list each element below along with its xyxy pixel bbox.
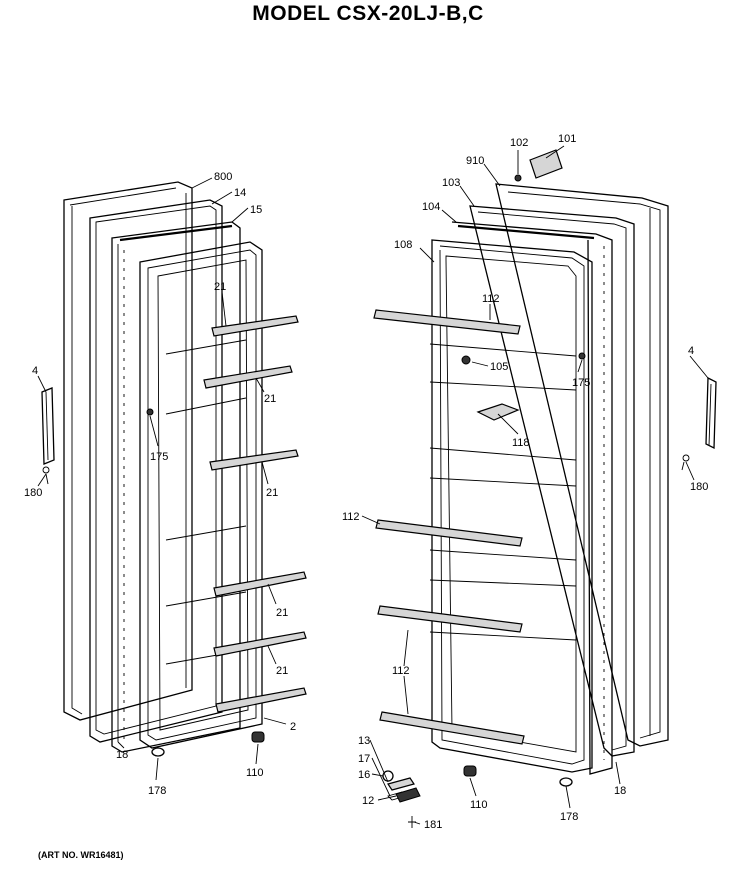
diagram-title: MODEL CSX-20LJ-B,C	[252, 2, 484, 25]
hinge-12	[395, 787, 421, 803]
right-clip-105	[461, 355, 471, 365]
callout-17: 17	[358, 753, 370, 765]
callout-2: 2	[290, 721, 296, 733]
right-hinge-screw	[681, 454, 690, 471]
right-door-breaker-strip	[451, 221, 613, 775]
left-bushing-178	[151, 747, 165, 757]
left-door-outer-panel	[63, 181, 193, 721]
callout-181: 181	[424, 819, 442, 831]
callout-21c: 21	[266, 487, 278, 499]
callout-12: 12	[362, 795, 374, 807]
right-shelf-rails	[373, 309, 525, 745]
callout-112b: 112	[342, 511, 360, 523]
shelf-rail-bottom-right	[379, 711, 525, 745]
shelf-rail-21c	[209, 449, 299, 471]
shelf-rail-21a	[211, 315, 299, 337]
callout-21e: 21	[276, 665, 288, 677]
callout-15: 15	[250, 204, 262, 216]
hinge-plate-13	[387, 777, 415, 791]
shelf-rail-21e	[213, 631, 307, 657]
callout-180-left: 180	[24, 487, 42, 499]
callout-175-left: 175	[150, 451, 168, 463]
callout-104: 104	[422, 201, 440, 213]
callout-178-left: 178	[148, 785, 166, 797]
callout-18-right: 18	[614, 785, 626, 797]
right-cover-101	[529, 149, 563, 179]
callout-13: 13	[358, 735, 370, 747]
callout-180-right: 180	[690, 481, 708, 493]
callout-4-left: 4	[32, 365, 38, 377]
bushing-16	[382, 770, 394, 782]
callout-21d: 21	[276, 607, 288, 619]
shelf-rail-112c	[377, 605, 523, 633]
right-door-stop-175	[578, 352, 586, 360]
right-bushing-178	[559, 777, 573, 787]
callout-108: 108	[394, 239, 412, 251]
shelf-rail-112b	[375, 519, 523, 547]
right-handle	[705, 376, 717, 450]
callout-175-right: 175	[572, 377, 590, 389]
shelf-rail-21d	[213, 571, 307, 597]
right-butter-door-118	[476, 403, 520, 421]
right-cam-110	[463, 765, 477, 777]
art-number: (ART NO. WR16481)	[38, 850, 124, 860]
leader-lines	[37, 145, 709, 825]
callout-110-left: 110	[246, 767, 264, 779]
shelf-rail-112a	[373, 309, 521, 335]
callout-800: 800	[214, 171, 232, 183]
left-hinge-screw	[42, 466, 50, 485]
callout-21b: 21	[264, 393, 276, 405]
left-door-inner-liner	[139, 241, 263, 749]
callout-118: 118	[512, 437, 530, 449]
callout-910: 910	[466, 155, 484, 167]
callout-16: 16	[358, 769, 370, 781]
left-shelf-rails	[203, 315, 307, 713]
callout-178-right: 178	[560, 811, 578, 823]
right-door-inner-liner	[429, 239, 593, 773]
callout-labels: 800 14 15 21 21 21 21 21 4 180 175 2 110…	[24, 133, 708, 831]
callout-110-right: 110	[470, 799, 488, 811]
callout-105: 105	[490, 361, 508, 373]
right-door-outer-panel	[495, 183, 669, 747]
callout-102: 102	[510, 137, 528, 149]
left-door-gasket-frame	[89, 199, 223, 743]
callout-112c: 112	[392, 665, 410, 677]
callout-14: 14	[234, 187, 246, 199]
right-screw-102	[514, 174, 522, 182]
callout-103: 103	[442, 177, 460, 189]
shelf-rail-bottom	[215, 687, 307, 713]
callout-18-left: 18	[116, 749, 128, 761]
callout-4-right: 4	[688, 345, 694, 357]
callout-101: 101	[558, 133, 576, 145]
right-door-gasket-frame	[469, 205, 635, 757]
callout-21a: 21	[214, 281, 226, 293]
shelf-rail-21b	[203, 365, 293, 389]
callout-112a: 112	[482, 293, 500, 305]
left-door-breaker-strip	[111, 221, 241, 753]
left-handle	[41, 387, 55, 465]
left-cam-110	[251, 731, 265, 743]
left-door-stop-175	[146, 408, 154, 416]
